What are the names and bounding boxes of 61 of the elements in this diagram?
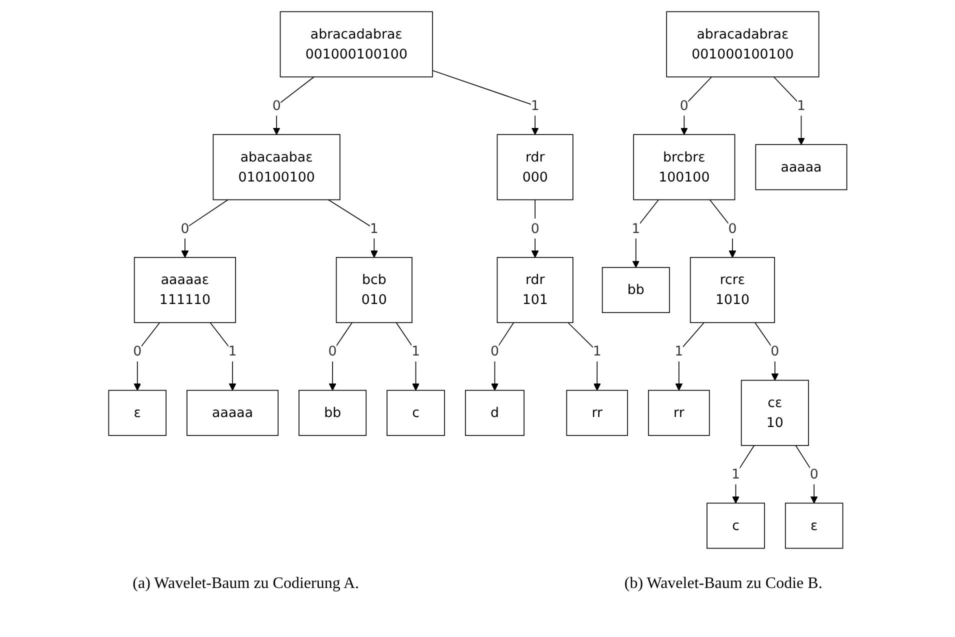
- node-box: cε 10: [740, 380, 809, 446]
- edge-label: 0: [770, 343, 779, 359]
- arrow: [680, 76, 712, 135]
- edge-label: 0: [328, 343, 337, 359]
- node-box: rcrε 1010: [690, 257, 775, 324]
- node-box: bb: [298, 390, 366, 436]
- figure-caption: (b) Wavelet-Baum zu Codie B.: [624, 575, 822, 593]
- node-box: abracadabraε 001000100100: [666, 11, 819, 78]
- arrow: [675, 322, 704, 391]
- arrow: [490, 322, 514, 391]
- node-box: rdr 000: [496, 134, 574, 200]
- arrow: [432, 70, 538, 135]
- node-box: aaaaaε 111110: [134, 257, 236, 324]
- edge-label: 1: [592, 343, 602, 359]
- arrow: [210, 322, 236, 391]
- edge-label: 0: [132, 343, 142, 359]
- node-box: abacaabaε 010100100: [212, 134, 340, 200]
- edge-label: 0: [810, 466, 818, 482]
- edge-label: 0: [530, 220, 540, 236]
- node-box: ε: [784, 502, 843, 549]
- arrow: [632, 199, 659, 268]
- arrow: [396, 322, 420, 391]
- arrow: [567, 322, 601, 391]
- edge-label: 1: [674, 343, 683, 359]
- arrow: [328, 199, 378, 258]
- node-box: rr: [566, 390, 628, 436]
- arrow: [754, 322, 778, 381]
- edge-label: 0: [490, 343, 499, 359]
- node-box: d: [464, 390, 524, 436]
- edge-label: 1: [370, 220, 378, 236]
- edge-label: 1: [228, 343, 237, 359]
- figure-caption: (a) Wavelet-Baum zu Codierung A.: [132, 575, 360, 593]
- node-box: aaaaa: [755, 144, 847, 190]
- edge-label: 1: [530, 97, 540, 114]
- node-box: rdr 101: [496, 257, 574, 324]
- node-box: c: [706, 502, 765, 549]
- edge-label: 0: [180, 220, 189, 236]
- arrow: [795, 445, 818, 504]
- node-box: abracadabraε 001000100100: [280, 11, 433, 78]
- node-box: rr: [648, 390, 710, 436]
- edge-label: 1: [411, 343, 420, 359]
- arrow: [773, 76, 805, 145]
- node-box: bb: [602, 267, 670, 313]
- arrow: [531, 199, 538, 258]
- edge-label: 1: [631, 220, 640, 236]
- node-box: bcb 010: [336, 257, 412, 324]
- node-box: brcbrε 100100: [632, 134, 735, 200]
- node-box: c: [386, 390, 445, 436]
- arrow: [181, 199, 228, 258]
- edge-label: 0: [728, 220, 736, 236]
- edge-label: 1: [731, 466, 740, 482]
- edge-label: 1: [796, 97, 806, 114]
- arrow: [133, 322, 160, 391]
- arrow: [272, 76, 314, 135]
- edge-label: 0: [680, 97, 688, 114]
- arrow: [732, 445, 754, 504]
- edge-label: 0: [272, 97, 281, 114]
- node-box: ε: [108, 390, 166, 436]
- node-box: aaaaa: [186, 390, 278, 436]
- arrow: [709, 199, 736, 258]
- arrow: [328, 322, 352, 391]
